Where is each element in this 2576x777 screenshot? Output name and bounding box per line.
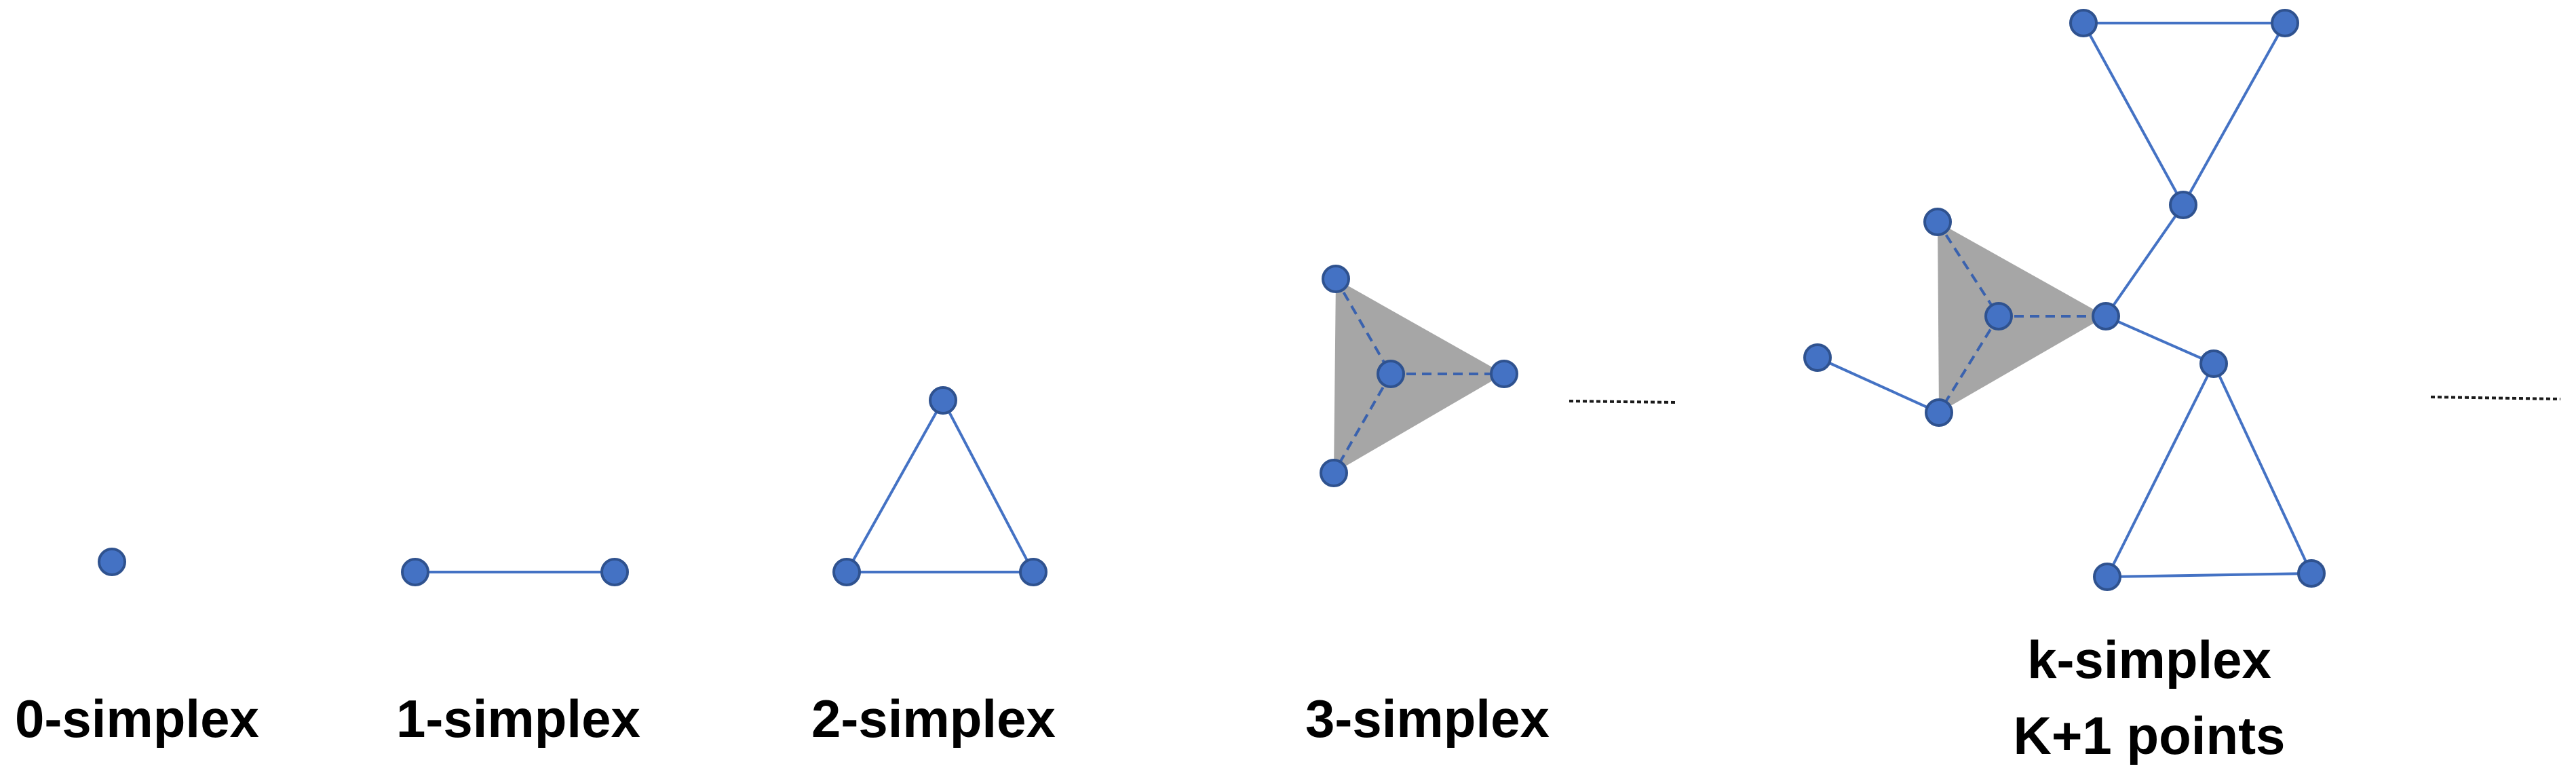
- three-simplex-vertex-inner: [1377, 360, 1405, 388]
- k-simplex-vertex-top-left: [2069, 9, 2098, 37]
- label-zero-simplex: 0-simplex: [15, 689, 259, 748]
- k-simplex-vertex-face-bottom: [1925, 398, 1953, 427]
- k-simplex-edge-bottom-left: [2106, 363, 2215, 577]
- k-simplex-edge-top-left: [2082, 22, 2185, 206]
- one-simplex-figure: [401, 558, 629, 586]
- two-simplex-vertex-right: [1019, 558, 1047, 586]
- k-simplex-edge-bottom-right: [2212, 363, 2313, 574]
- k-simplex-edge-bottom-bar: [2107, 572, 2312, 578]
- three-simplex-figure: [1320, 265, 1518, 487]
- label-k-simplex: k-simplex: [2027, 630, 2271, 689]
- ellipsis-dashes-right: [2430, 396, 2561, 400]
- k-simplex-edge-top-right: [2182, 22, 2286, 206]
- three-simplex-vertex-right: [1490, 360, 1518, 388]
- label-two-simplex: 2-simplex: [811, 689, 1056, 748]
- three-simplex-face: [1334, 279, 1504, 473]
- two-simplex-figure: [832, 386, 1047, 586]
- zero-simplex-figure: [98, 548, 126, 576]
- k-simplex-vertex-bottom-left: [2093, 563, 2121, 591]
- k-simplex-vertex-bottom-right: [2297, 559, 2326, 588]
- one-simplex-vertex-left: [401, 558, 429, 586]
- k-simplex-vertex-tail: [1803, 343, 1832, 372]
- one-simplex-vertex-right: [600, 558, 629, 586]
- k-simplex-vertex-top-right: [2271, 9, 2299, 37]
- k-simplex-edge-top-inner: [1936, 221, 2000, 318]
- two-simplex-edge-left: [845, 400, 944, 573]
- k-simplex-vertex-center: [2092, 302, 2120, 330]
- k-simplex-vertex-face-top: [1923, 208, 1952, 236]
- two-simplex-vertex-top: [929, 386, 957, 415]
- two-simplex-vertex-left: [832, 558, 861, 586]
- k-simplex-vertex-lower-joint: [2199, 349, 2228, 378]
- zero-simplex-vertex: [98, 548, 126, 576]
- label-k-simplex-points: K+1 points: [2013, 706, 2286, 765]
- k-simplex-edge-inner-bottom: [1938, 315, 2000, 414]
- three-simplex-vertex-top: [1322, 265, 1350, 293]
- label-one-simplex: 1-simplex: [396, 689, 640, 748]
- k-simplex-vertex-face-inner: [1984, 302, 2013, 330]
- label-three-simplex: 3-simplex: [1305, 689, 1550, 748]
- two-simplex-edge-right: [942, 400, 1035, 573]
- three-simplex-edge-top-inner: [1334, 278, 1392, 375]
- k-simplex-edge-tail: [1817, 356, 1940, 414]
- k-simplex-edge-center-up: [2104, 204, 2185, 318]
- k-simplex-vertex-upper-joint: [2169, 191, 2197, 219]
- k-simplex-edge-center-down: [2105, 315, 2214, 365]
- k-simplex-figure: [1803, 9, 2326, 591]
- three-simplex-edge-inner-bottom: [1332, 373, 1392, 474]
- ellipsis-dashes-middle: [1569, 400, 1676, 404]
- three-simplex-vertex-bottom: [1320, 459, 1348, 487]
